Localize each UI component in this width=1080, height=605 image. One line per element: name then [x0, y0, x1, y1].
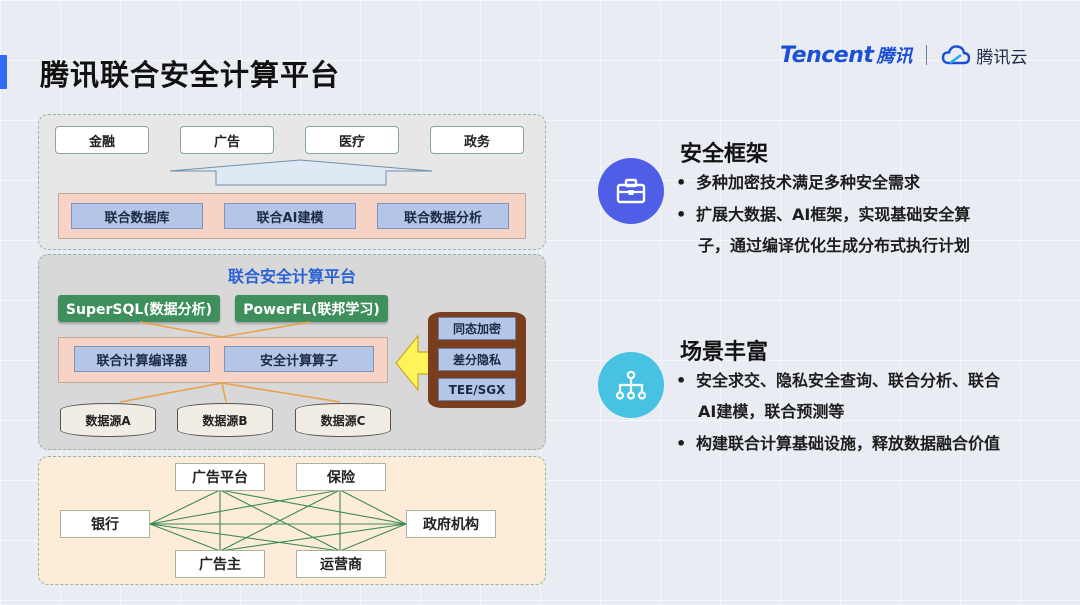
bullet-marker: •	[676, 434, 687, 453]
app-government: 政务	[430, 126, 524, 154]
tencent-logo-text: Tencent	[780, 42, 874, 68]
data-source-b: 数据源B	[177, 403, 273, 437]
app-finance: 金融	[55, 126, 149, 154]
engine-supersql: SuperSQL(数据分析)	[58, 295, 220, 322]
briefcase-icon	[598, 158, 664, 224]
section-scenarios-bullet-2: • 构建联合计算基础设施，释放数据融合价值	[676, 428, 1000, 459]
tencent-cloud-label: 腾讯云	[976, 47, 1028, 68]
core-secure-operators: 安全计算算子	[224, 346, 374, 372]
bullet-marker: •	[676, 205, 687, 224]
node-advertiser: 广告主	[175, 550, 265, 578]
page-title: 腾讯联合安全计算平台	[40, 58, 341, 92]
title-accent-bar	[0, 55, 7, 89]
service-federated-ai: 联合AI建模	[224, 203, 356, 229]
section-security-bullet-2: • 扩展大数据、AI框架，实现基础安全算 子，通过编译优化生成分布式执行计划	[676, 199, 970, 261]
crypto-homomorphic: 同态加密	[438, 317, 516, 340]
brand-divider	[926, 45, 928, 65]
bullet-text: 构建联合计算基础设施，释放数据融合价值	[696, 434, 1001, 453]
crypto-tee-sgx: TEE/SGX	[438, 378, 516, 401]
tencent-logo-cn: 腾讯	[876, 46, 913, 67]
engine-powerfl: PowerFL(联邦学习)	[235, 295, 388, 322]
platform-title: 联合安全计算平台	[227, 267, 356, 286]
brand-logo: Tencent 腾讯 腾讯云	[780, 40, 1027, 70]
service-federated-analysis: 联合数据分析	[377, 203, 509, 229]
bullet-text-continued: AI建模，联合预测等	[698, 402, 845, 421]
section-scenarios-bullet-1: • 安全求交、隐私安全查询、联合分析、联合 AI建模，联合预测等	[676, 365, 1000, 427]
section-scenarios-title: 场景丰富	[680, 340, 769, 365]
core-compiler: 联合计算编译器	[74, 346, 210, 372]
app-medical: 医疗	[305, 126, 399, 154]
data-source-c: 数据源C	[295, 403, 391, 437]
service-federated-db: 联合数据库	[71, 203, 203, 229]
data-source-a: 数据源A	[60, 403, 156, 437]
app-advertising: 广告	[180, 126, 274, 154]
bullet-text: 多种加密技术满足多种安全需求	[696, 173, 921, 192]
bullet-text: 扩展大数据、AI框架，实现基础安全算	[696, 205, 971, 224]
node-bank: 银行	[60, 510, 150, 538]
bullet-marker: •	[676, 173, 687, 192]
section-security-bullet-1: • 多种加密技术满足多种安全需求	[676, 167, 920, 198]
node-insurance: 保险	[296, 463, 386, 491]
bullet-marker: •	[676, 371, 687, 390]
bullet-text-continued: 子，通过编译优化生成分布式执行计划	[698, 236, 971, 255]
hierarchy-icon	[598, 352, 664, 418]
node-ad-platform: 广告平台	[175, 463, 265, 491]
node-operator: 运营商	[296, 550, 386, 578]
section-security-title: 安全框架	[680, 142, 769, 167]
bullet-text: 安全求交、隐私安全查询、联合分析、联合	[696, 371, 1001, 390]
crypto-differential-privacy: 差分隐私	[438, 348, 516, 371]
tencent-cloud-icon	[942, 45, 971, 65]
node-government: 政府机构	[406, 510, 496, 538]
